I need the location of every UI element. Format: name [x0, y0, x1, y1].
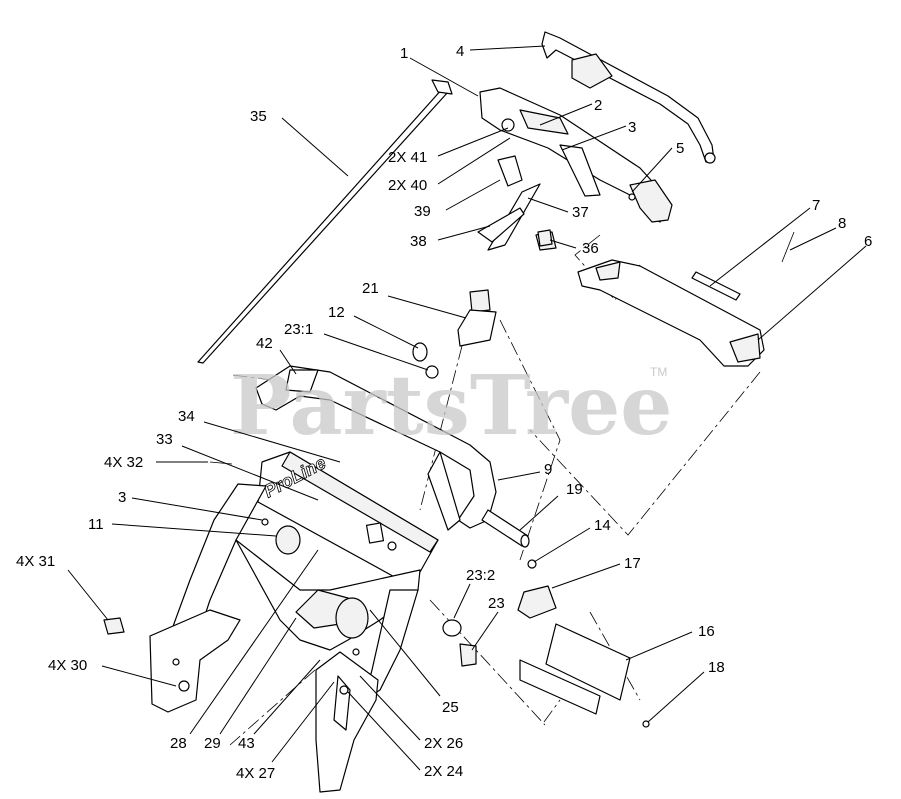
callout-43: 43: [238, 735, 255, 752]
callout-36: 36: [582, 240, 599, 257]
callout-11: 11: [88, 516, 104, 533]
part-9-handle-frame: [255, 365, 497, 531]
callout-6: 6: [864, 233, 872, 250]
part-1-control-handle: [479, 87, 673, 223]
callout-30: 4X 30: [48, 657, 87, 674]
callout-23-1: 23:1: [284, 321, 313, 338]
callout-24: 2X 24: [424, 763, 463, 780]
callout-35: 35: [250, 108, 267, 125]
callout-7: 7: [812, 197, 820, 214]
callout-25: 25: [442, 699, 459, 716]
callout-4: 4: [456, 43, 464, 60]
callout-33: 33: [156, 431, 173, 448]
callout-31: 4X 31: [16, 553, 55, 570]
callout-23: 23: [488, 595, 505, 612]
callout-9: 9: [544, 461, 552, 478]
part-24-lower-plate: [315, 648, 379, 793]
part-33-control-box: ProLine: [209, 451, 439, 581]
callout-8: 8: [838, 215, 846, 232]
callout-1: 1: [400, 45, 408, 62]
callout-40: 2X 40: [388, 177, 427, 194]
callout-29: 29: [204, 735, 221, 752]
part-6-rear-bail: [577, 231, 795, 367]
part-17-switch: [517, 559, 650, 728]
callout-42: 42: [256, 335, 273, 352]
callout-17: 17: [624, 555, 641, 572]
part-21-lever: [412, 289, 497, 379]
callout-14: 14: [594, 517, 611, 534]
callout-37: 37: [572, 204, 589, 221]
part-36-connector: [537, 229, 553, 247]
callout-19: 19: [566, 481, 583, 498]
callout-5: 5: [676, 140, 684, 157]
callout-12: 12: [328, 304, 345, 321]
watermark: PartsTree TM: [230, 358, 672, 454]
leader-lines: [67, 45, 867, 771]
callout-3-lower: 3: [118, 489, 126, 506]
part-30-bracket: [103, 609, 241, 713]
callout-3: 3: [628, 119, 636, 136]
callout-28: 28: [170, 735, 187, 752]
watermark-trademark: TM: [650, 365, 667, 379]
callout-38: 38: [410, 233, 427, 250]
part-35-control-rod: [197, 79, 453, 364]
callout-21: 21: [362, 280, 379, 297]
callout-41: 2X 41: [388, 149, 427, 166]
callout-26: 2X 26: [424, 735, 463, 752]
callout-2: 2: [594, 97, 602, 114]
part-4-upper-bail: [541, 31, 716, 164]
callout-labels: 1 2 3 4 5 6 7 8 9 11 12 14 16 17 18 19 2…: [16, 43, 872, 782]
callout-39: 39: [414, 203, 431, 220]
callout-32: 4X 32: [104, 454, 143, 471]
assembly-lines: [229, 234, 761, 746]
callout-27: 4X 27: [236, 765, 275, 782]
callout-18: 18: [708, 659, 725, 676]
part-19-tube: [481, 509, 530, 548]
callout-34: 34: [178, 408, 195, 425]
callout-23-2: 23:2: [466, 567, 495, 584]
part-23-fittings: [442, 619, 477, 667]
callout-16: 16: [698, 623, 715, 640]
watermark-text: PartsTree: [230, 358, 672, 454]
